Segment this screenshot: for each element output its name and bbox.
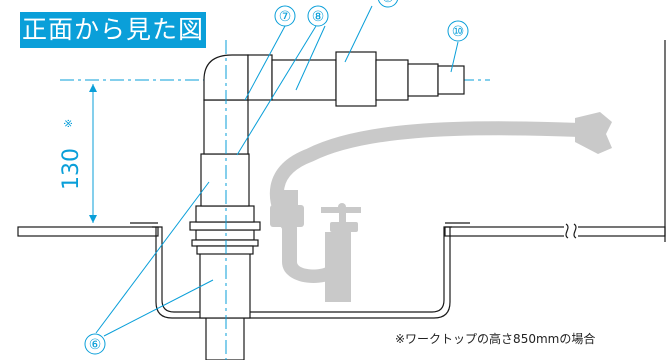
- part-label-10-text: ⑩: [452, 24, 465, 40]
- part-label-8: ⑧: [307, 5, 329, 27]
- footnote: ※ワークトップの高さ850mmの場合: [395, 332, 596, 346]
- part-label-7-text: ⑦: [279, 9, 292, 25]
- ghost-drain-hose: [270, 121, 587, 235]
- worktop-break-mark: [564, 40, 666, 242]
- dimension-130: [89, 84, 97, 223]
- part-label-9: ⑨: [377, 0, 399, 8]
- part-label-10: ⑩: [447, 20, 469, 42]
- leader-lines: [95, 5, 459, 337]
- part-label-8-text: ⑧: [312, 9, 325, 25]
- dimension-value: 130: [59, 148, 84, 190]
- ghost-faucet: [321, 203, 361, 232]
- part-label-6: ⑥: [84, 333, 106, 355]
- dimension-mark: ※: [62, 119, 75, 128]
- part-label-9-text: ⑨: [382, 0, 395, 6]
- part-label-7: ⑦: [274, 5, 296, 27]
- diagram-title: 正面から見た図: [20, 12, 206, 48]
- ghost-hose-end: [575, 112, 612, 154]
- ghost-trap: [270, 190, 351, 302]
- drain-pipe-assembly: [189, 51, 465, 360]
- part-label-6-text: ⑥: [89, 337, 102, 353]
